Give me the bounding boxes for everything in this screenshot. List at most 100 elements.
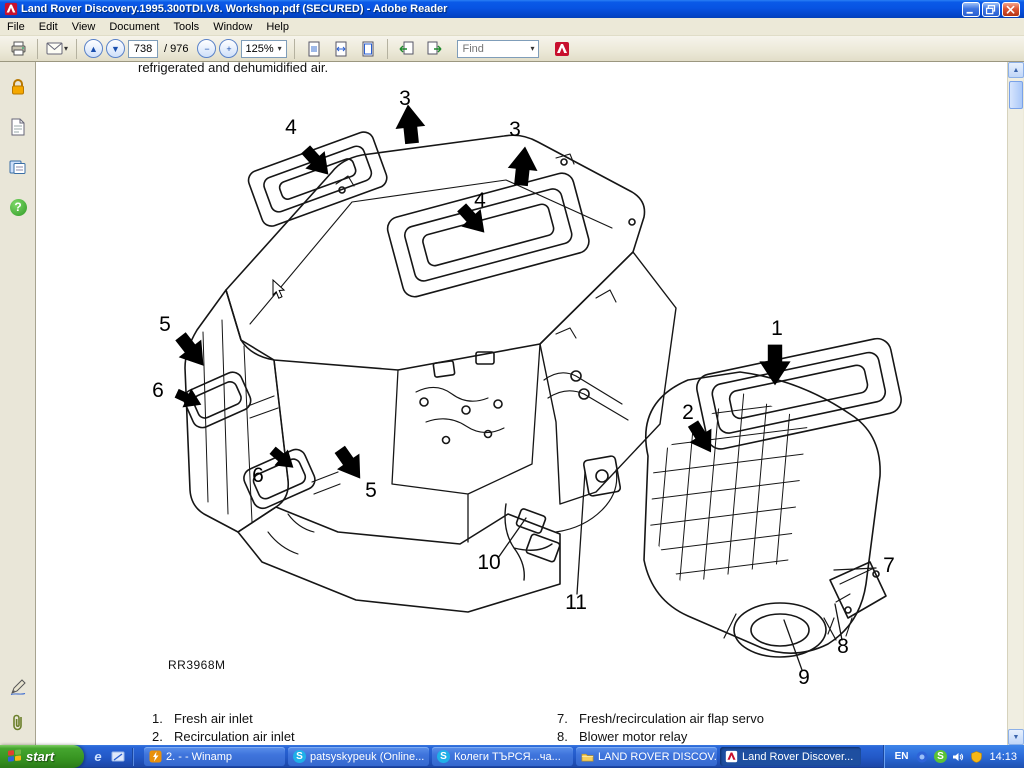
fit-page-icon	[362, 41, 374, 56]
callout-5b: 5	[365, 479, 377, 502]
scroll-up-button[interactable]: ▲	[1008, 62, 1024, 78]
email-icon	[46, 42, 63, 55]
find-box[interactable]: ▾	[457, 39, 539, 58]
toolbar-separator	[387, 38, 389, 59]
scroll-down-button[interactable]: ▼	[1008, 729, 1024, 745]
task-buttons: 2. - - Winamp S patsyskypeuk (Online... …	[141, 747, 883, 766]
previous-view-button[interactable]	[395, 38, 419, 60]
windows-flag-icon	[8, 749, 22, 763]
legend-item: 7. Fresh/recirculation air flap servo	[557, 711, 764, 726]
system-tray: EN S 14:13	[882, 745, 1024, 768]
messenger-tray-icon[interactable]	[915, 750, 929, 764]
callout-11: 11	[565, 591, 587, 614]
skype-icon: S	[437, 750, 450, 763]
task-label: Land Rover Discover...	[742, 750, 854, 763]
clock[interactable]: 14:13	[989, 750, 1017, 763]
menu-window[interactable]: Window	[213, 20, 253, 33]
toolbar: ▾ ▲ ▼ / 976 − + 125% ▾	[0, 36, 1024, 62]
taskbar-button-skype-1[interactable]: S patsyskypeuk (Online...	[288, 747, 429, 766]
figure-reference-code: RR3968M	[168, 658, 226, 672]
menu-tools[interactable]: Tools	[173, 20, 200, 33]
scrollbar-thumb[interactable]	[1009, 81, 1023, 109]
callout-10: 10	[477, 551, 501, 574]
attachments-tab[interactable]	[7, 712, 29, 734]
callout-6a: 6	[152, 379, 164, 402]
restore-button[interactable]	[982, 1, 1000, 17]
page-down-icon: ▼	[111, 43, 120, 54]
menu-edit[interactable]: Edit	[38, 20, 58, 33]
window-title: Land Rover Discovery.1995.300TDI.V8. Wor…	[21, 3, 448, 15]
volume-icon[interactable]	[951, 750, 965, 764]
task-label: 2. - - Winamp	[166, 750, 233, 763]
page-total-label: / 976	[164, 42, 189, 55]
callout-1: 1	[771, 317, 783, 340]
fit-page-button[interactable]	[356, 38, 380, 60]
task-label: LAND ROVER DISCOV...	[598, 750, 717, 763]
callout-3a: 3	[399, 87, 411, 110]
taskbar-button-folder[interactable]: LAND ROVER DISCOV...	[576, 747, 717, 766]
adobe-reader-icon	[725, 750, 738, 763]
actual-size-button[interactable]	[302, 38, 326, 60]
previous-page-button[interactable]: ▲	[84, 39, 104, 58]
menu-document[interactable]: Document	[109, 20, 160, 33]
start-button[interactable]: start	[0, 745, 84, 768]
zoom-out-button[interactable]: −	[197, 39, 217, 58]
scroll-down-icon: ▼	[1012, 733, 1020, 741]
document-paragraph: refrigerated and dehumidified air.	[138, 62, 329, 75]
email-button[interactable]: ▾	[45, 38, 69, 60]
zoom-level-select[interactable]: 125% ▾	[241, 39, 288, 58]
airflow-arrows	[169, 102, 791, 487]
show-desktop-icon[interactable]	[110, 749, 126, 765]
caret-down-icon: ▾	[64, 43, 69, 53]
legend-item: 2. Recirculation air inlet	[152, 729, 295, 744]
start-label: start	[26, 749, 55, 764]
scroll-up-icon: ▲	[1012, 66, 1020, 74]
internet-explorer-icon[interactable]: e	[90, 749, 106, 765]
callout-4a: 4	[285, 116, 297, 139]
zoom-in-button[interactable]: +	[219, 39, 239, 58]
vertical-scrollbar[interactable]: ▲ ▼	[1007, 62, 1024, 745]
next-page-button[interactable]: ▼	[106, 39, 126, 58]
signature-pen-icon	[10, 679, 26, 695]
taskbar-button-skype-2[interactable]: S Колеги ТЪРСЯ...ча...	[432, 747, 573, 766]
callout-4b: 4	[474, 189, 486, 212]
callout-2: 2	[682, 401, 694, 424]
taskbar-button-winamp[interactable]: 2. - - Winamp	[144, 747, 285, 766]
zoom-in-icon: +	[226, 43, 232, 54]
heater-unit-diagram	[169, 102, 902, 671]
skype-tray-icon[interactable]: S	[933, 750, 947, 764]
callout-6b: 6	[252, 464, 264, 487]
security-tab[interactable]	[7, 76, 29, 98]
language-indicator[interactable]: EN	[894, 751, 909, 762]
menu-file[interactable]: File	[7, 20, 25, 33]
next-view-button[interactable]	[422, 38, 446, 60]
legend-text: Fresh air inlet	[174, 711, 253, 726]
taskbar-button-adobe-reader[interactable]: Land Rover Discover...	[720, 747, 861, 766]
close-button[interactable]	[1002, 1, 1020, 17]
pages-tab[interactable]	[7, 116, 29, 138]
legend-number: 2.	[152, 729, 163, 744]
callout-3b: 3	[509, 118, 521, 141]
comments-tab[interactable]	[7, 676, 29, 698]
toolbar-separator	[294, 38, 296, 59]
menu-help[interactable]: Help	[266, 20, 289, 33]
lock-icon	[12, 79, 24, 95]
menu-view[interactable]: View	[71, 20, 96, 33]
help-glyph: ?	[14, 200, 22, 214]
security-shield-icon[interactable]	[969, 750, 983, 764]
find-input[interactable]	[458, 41, 531, 56]
ie-glyph: e	[94, 749, 102, 764]
minimize-button[interactable]	[962, 1, 980, 17]
convert-to-pdf-button[interactable]	[550, 38, 574, 60]
page-up-icon: ▲	[89, 43, 98, 54]
fit-width-button[interactable]	[329, 38, 353, 60]
callout-5a: 5	[159, 313, 171, 336]
howto-tab[interactable]: ?	[7, 196, 29, 218]
bookmarks-tab[interactable]	[7, 156, 29, 178]
print-button[interactable]	[6, 38, 30, 60]
toolbar-separator	[37, 38, 38, 59]
document-page[interactable]: refrigerated and dehumidified air.	[36, 62, 1007, 745]
caret-down-icon: ▾	[530, 43, 535, 53]
page-number-input[interactable]	[128, 39, 159, 58]
